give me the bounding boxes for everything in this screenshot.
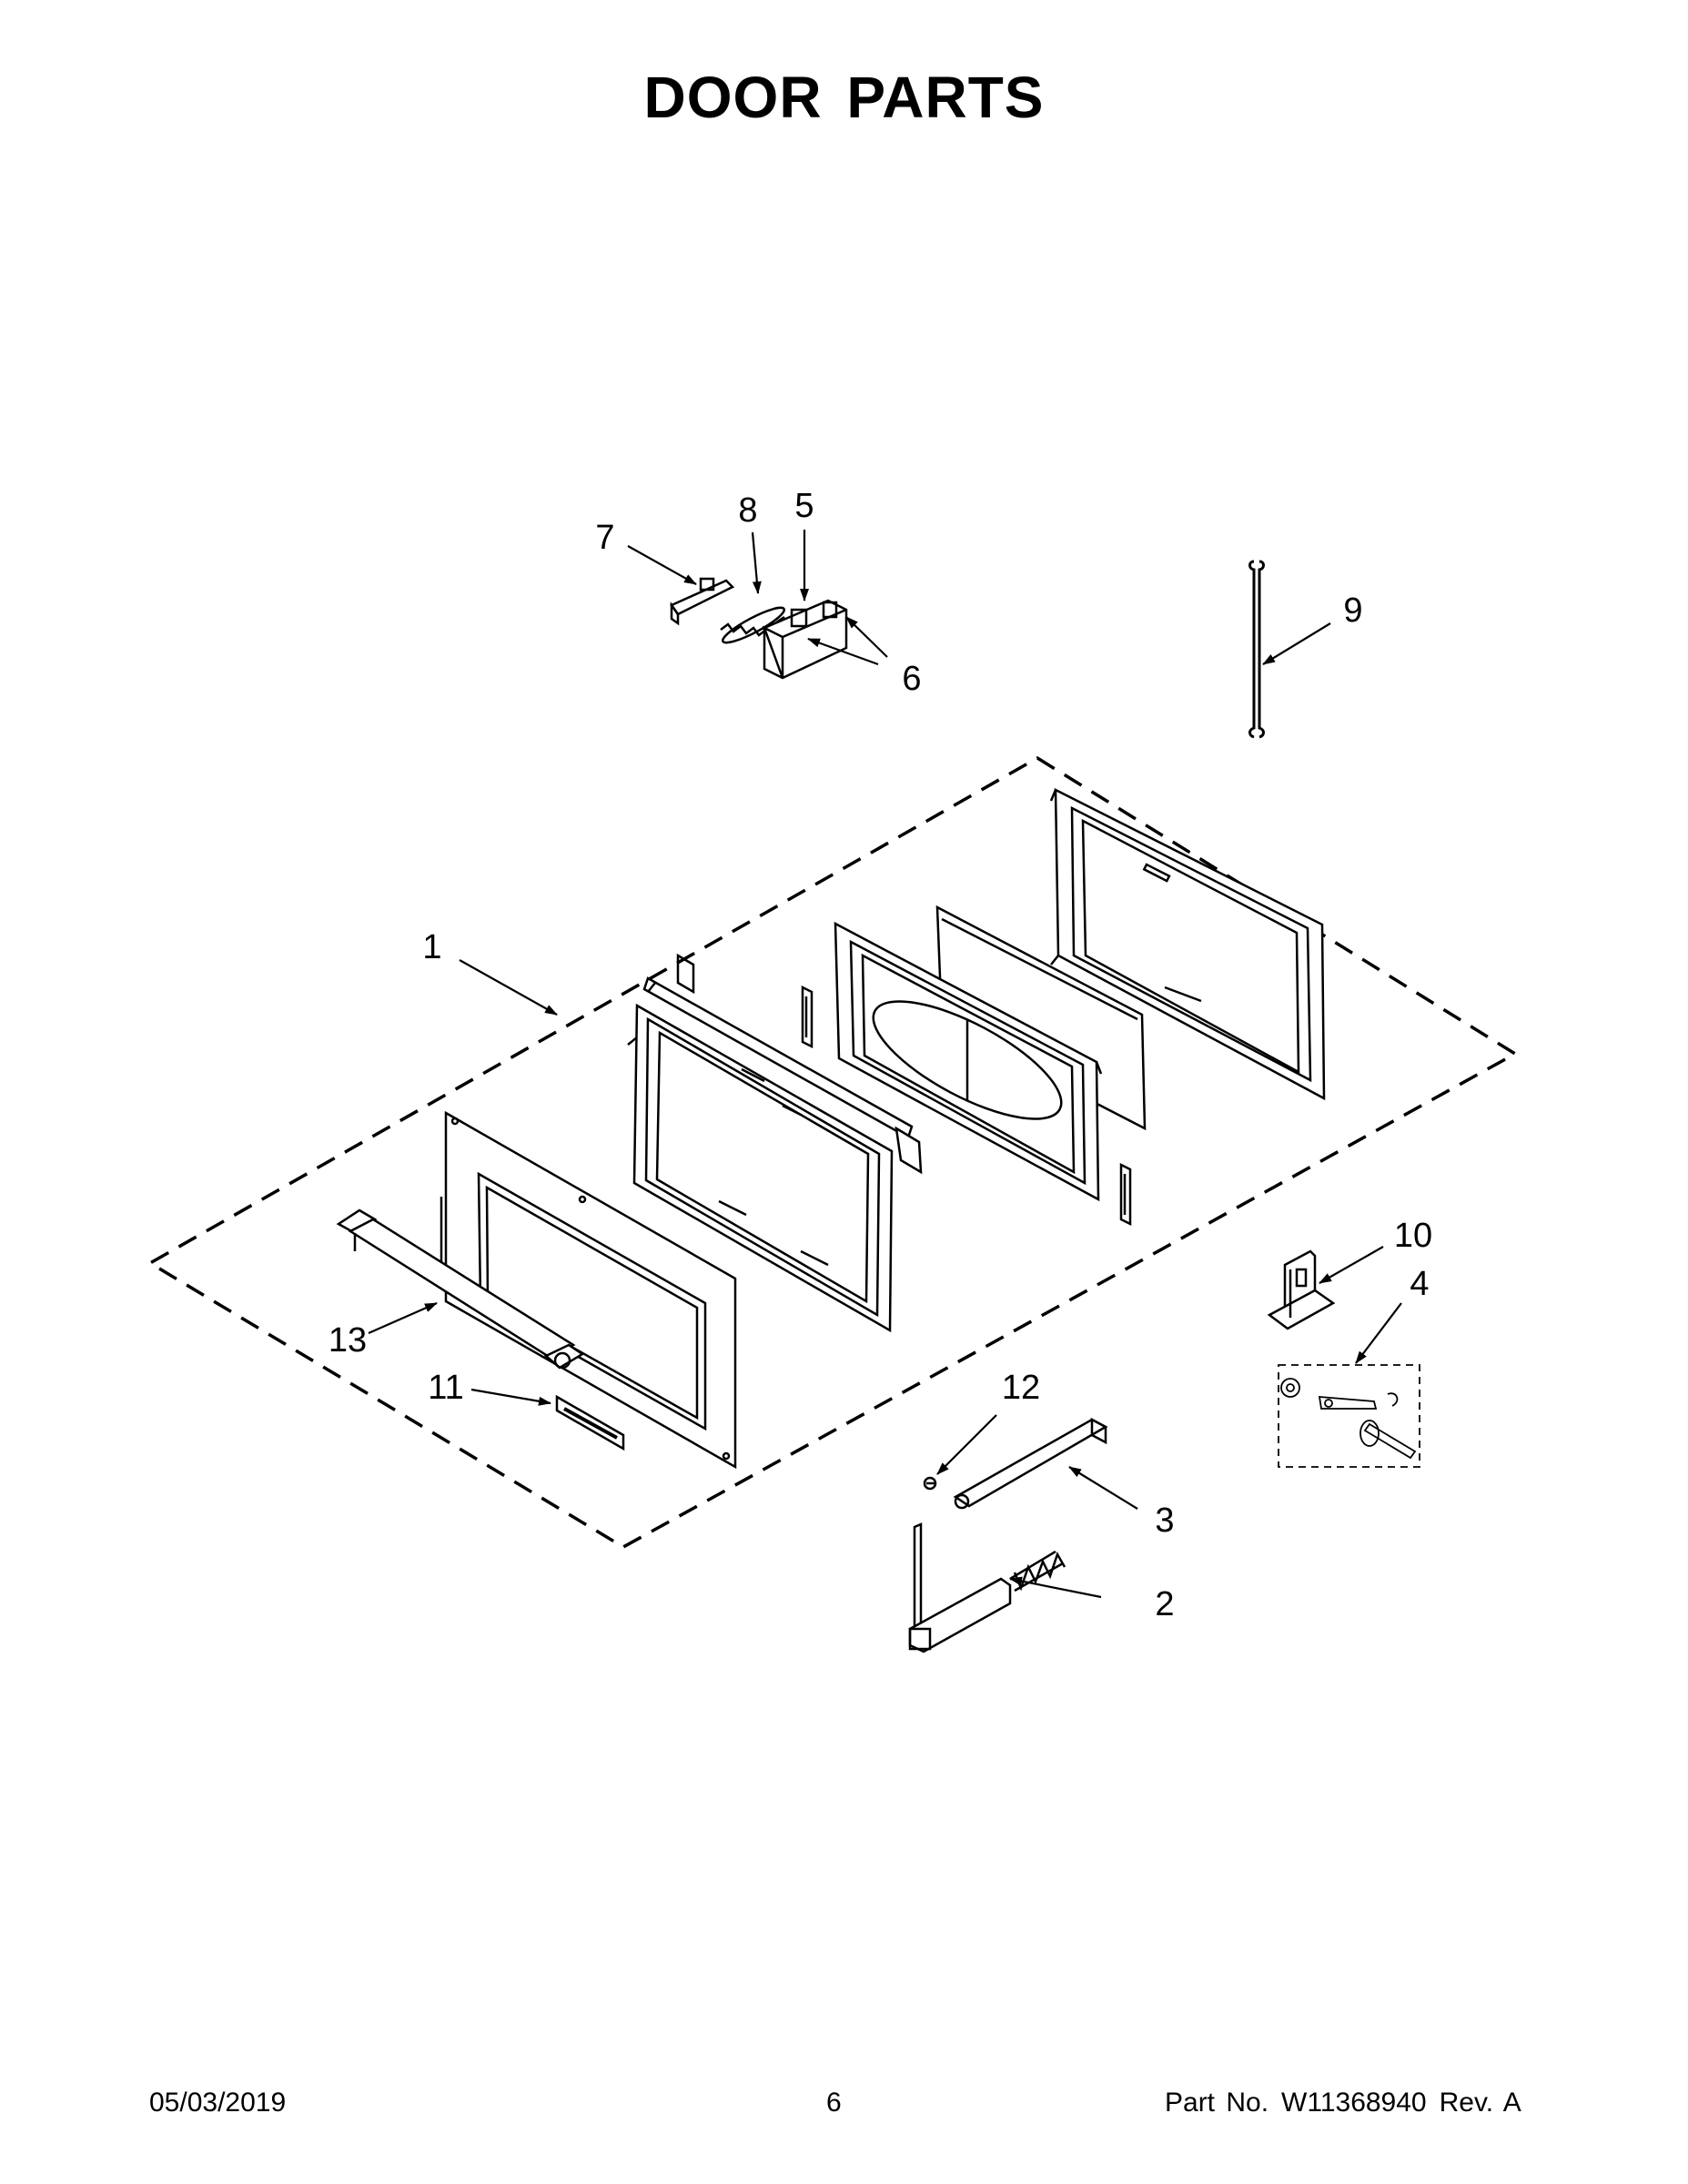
hinge-receiver — [1267, 1249, 1336, 1330]
callout-1: 1 — [422, 928, 441, 966]
callout-8: 8 — [738, 491, 757, 530]
page-title: DOOR PARTS — [643, 65, 1045, 130]
callout-9: 9 — [1343, 592, 1362, 630]
latch-housing — [762, 599, 848, 680]
callout-5: 5 — [794, 487, 814, 525]
callout-10: 10 — [1394, 1217, 1432, 1255]
callout-6: 6 — [902, 660, 921, 698]
footer-part-number: W11368940 — [1281, 2088, 1427, 2118]
footer-revision: Rev. A — [1439, 2088, 1521, 2118]
door-hinge — [908, 1522, 1066, 1653]
footer-part-info: Part No. W11368940 Rev. A — [1165, 2088, 1521, 2118]
callout-4: 4 — [1410, 1265, 1429, 1303]
footer-part-label: Part No. — [1165, 2088, 1269, 2118]
callout-13: 13 — [329, 1321, 367, 1360]
door-handle — [336, 1208, 585, 1370]
door-gasket — [1248, 560, 1265, 739]
hinge-kit-box — [1278, 1364, 1420, 1468]
hinge-arm — [953, 1417, 1108, 1510]
inner-door-frame — [627, 953, 894, 1333]
rear-inner-panel — [1049, 787, 1326, 1101]
hinge-screw — [923, 1476, 937, 1491]
nameplate — [555, 1394, 625, 1451]
callout-11: 11 — [428, 1369, 463, 1407]
callout-7: 7 — [595, 519, 614, 557]
footer-page-number: 6 — [826, 2088, 842, 2118]
outer-door-panel — [440, 1110, 737, 1470]
inner-door-window — [834, 921, 1103, 1202]
footer-date: 05/03/2019 — [149, 2088, 287, 2118]
callout-12: 12 — [1002, 1369, 1040, 1407]
door-side-bracket-left — [801, 985, 814, 1049]
callout-3: 3 — [1155, 1502, 1174, 1540]
door-side-bracket-right — [1119, 1162, 1132, 1227]
latch-lever — [670, 577, 735, 626]
callout-2: 2 — [1155, 1585, 1174, 1623]
door-trim-strip — [642, 976, 923, 1175]
leader-lines — [368, 530, 1402, 1599]
